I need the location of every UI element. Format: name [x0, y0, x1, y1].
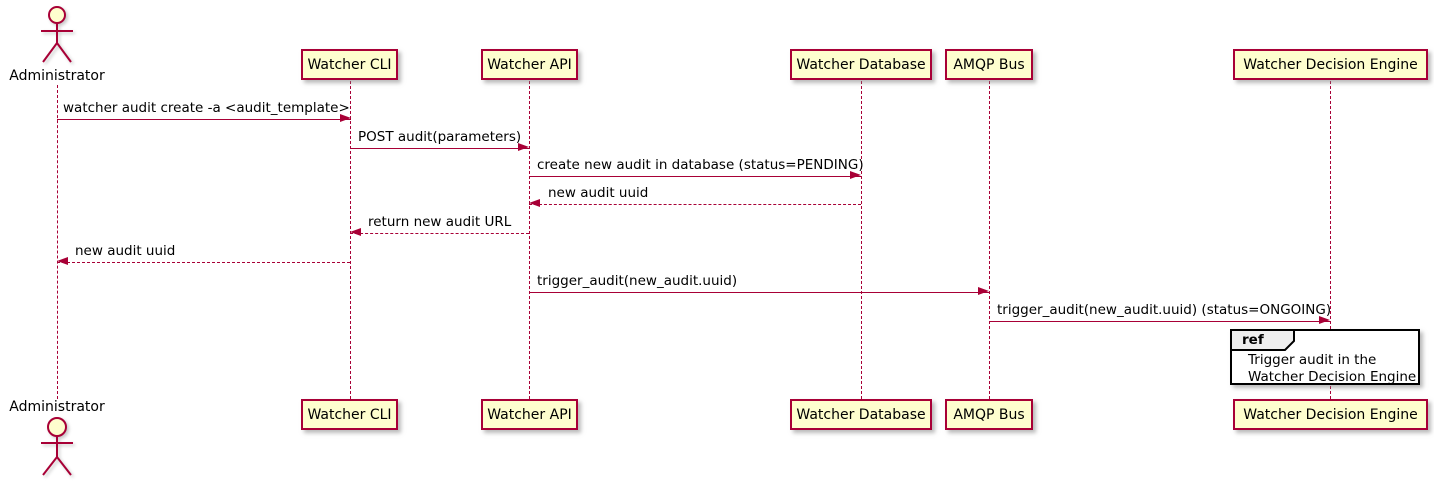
participant-amqp-bus: AMQP Bus [945, 399, 1033, 430]
message-return-line [529, 204, 861, 205]
message-label: new audit uuid [75, 243, 176, 259]
participant-watcher-api: Watcher API [481, 399, 578, 430]
message-label: new audit uuid [548, 185, 649, 201]
lifeline-watcher-cli [350, 81, 351, 399]
message-line [529, 292, 989, 293]
lifeline-amqp-bus [989, 81, 990, 399]
participant-amqp-bus: AMQP Bus [945, 49, 1033, 80]
message-label: POST audit(parameters) [358, 129, 522, 145]
participant-watcher-decision-engine: Watcher Decision Engine [1233, 49, 1428, 80]
ref-text: Trigger audit in the Watcher Decision En… [1248, 352, 1416, 386]
arrowhead-left-icon [57, 257, 68, 265]
ref-keyword: ref [1242, 332, 1264, 348]
message-line [57, 119, 351, 120]
lifeline-watcher-decision-engine [1330, 81, 1331, 399]
actor-label: Administrator [9, 68, 105, 84]
message-line [529, 176, 861, 177]
message-label: return new audit URL [368, 214, 512, 230]
ref-tab-shape [1230, 329, 1295, 351]
message-line [350, 148, 529, 149]
message-label: trigger_audit(new_audit.uuid) (status=ON… [997, 302, 1332, 318]
arrowhead-left-icon [529, 199, 540, 207]
participant-watcher-database: Watcher Database [790, 49, 932, 80]
message-return-line [350, 233, 529, 234]
actor-label: Administrator [9, 399, 105, 415]
actor-figure-icon [41, 417, 73, 476]
arrowhead-right-icon [850, 171, 861, 179]
lifeline-administrator [57, 85, 58, 399]
message-line [989, 321, 1330, 322]
message-label: create new audit in database (status=PEN… [537, 157, 864, 173]
lifeline-watcher-api [529, 81, 530, 399]
message-label: trigger_audit(new_audit.uuid) [537, 273, 738, 289]
arrowhead-right-icon [1319, 316, 1330, 324]
ref-text-line: Watcher Decision Engine [1248, 369, 1417, 385]
participant-watcher-api: Watcher API [481, 49, 578, 80]
participant-watcher-cli: Watcher CLI [301, 49, 398, 80]
arrowhead-right-icon [518, 143, 529, 151]
participant-watcher-decision-engine: Watcher Decision Engine [1233, 399, 1428, 430]
ref-text-line: Trigger audit in the [1248, 352, 1377, 368]
actor-figure-icon [41, 6, 73, 63]
participant-watcher-database: Watcher Database [790, 399, 932, 430]
message-label: watcher audit create -a <audit_template> [63, 100, 350, 116]
arrowhead-right-icon [978, 287, 989, 295]
arrowhead-left-icon [350, 228, 361, 236]
arrowhead-right-icon [340, 114, 351, 122]
message-return-line [57, 262, 350, 263]
participant-watcher-cli: Watcher CLI [301, 399, 398, 430]
ref-fragment: ref Trigger audit in the Watcher Decisio… [1230, 329, 1420, 385]
lifeline-watcher-database [861, 81, 862, 399]
